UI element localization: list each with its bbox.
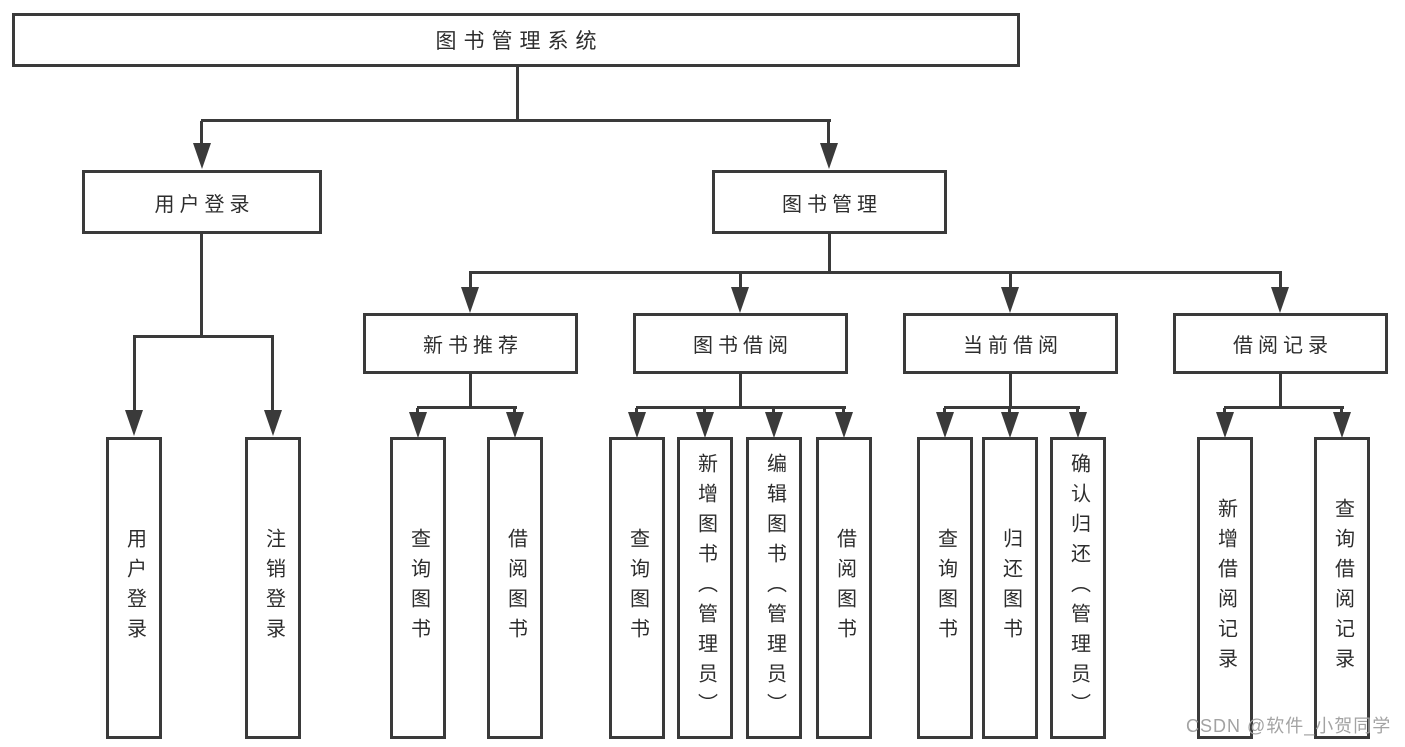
leaf-label: 新增借阅记录	[1214, 498, 1237, 678]
node-borrowing-records: 借阅记录	[1173, 313, 1388, 374]
arrow-down-icon	[765, 412, 783, 438]
leaf-label: 用户登录	[123, 528, 146, 648]
connector-line-v	[469, 373, 472, 408]
connector-line-v	[739, 273, 742, 289]
node-book-management: 图书管理	[712, 170, 947, 234]
arrow-down-icon	[506, 412, 524, 438]
leaf-confirm-return-admin: 确认归还（管理员）	[1050, 437, 1106, 739]
leaf-label: 归还图书	[999, 528, 1022, 648]
node-book-borrowing: 图书借阅	[633, 313, 848, 374]
leaf-edit-books-admin: 编辑图书（管理员）	[746, 437, 802, 739]
connector-line-h	[1224, 406, 1344, 409]
connector-line-v	[1009, 273, 1012, 289]
leaf-label: 借阅图书	[833, 528, 856, 648]
leaf-query-borrow-record: 查询借阅记录	[1314, 437, 1370, 739]
arrow-down-icon	[835, 412, 853, 438]
arrow-down-icon	[1271, 287, 1289, 313]
arrow-down-icon	[628, 412, 646, 438]
connector-line-h	[469, 271, 1282, 274]
connector-line-v	[1279, 373, 1282, 408]
node-label: 图书管理	[782, 193, 882, 216]
arrow-down-icon	[696, 412, 714, 438]
arrow-down-icon	[936, 412, 954, 438]
connector-line-v	[1008, 408, 1011, 414]
arrow-down-icon	[820, 143, 838, 169]
node-label: 图书管理系统	[435, 30, 604, 53]
node-label: 借阅记录	[1233, 335, 1333, 357]
arrow-down-icon	[264, 410, 282, 436]
arrow-down-icon	[125, 410, 143, 436]
arrow-down-icon	[1333, 412, 1351, 438]
connector-line-v	[1223, 408, 1226, 414]
csdn-watermark: CSDN @软件_小贺同学	[1186, 716, 1392, 736]
arrow-down-icon	[1216, 412, 1234, 438]
leaf-user-login: 用户登录	[106, 437, 162, 739]
arrow-down-icon	[1069, 412, 1087, 438]
connector-line-v	[1076, 408, 1079, 414]
node-label: 当前借阅	[963, 335, 1063, 357]
connector-line-v	[739, 373, 742, 408]
leaf-label: 查询借阅记录	[1331, 498, 1354, 678]
connector-line-v	[1279, 273, 1282, 289]
leaf-label: 确认归还（管理员）	[1067, 453, 1090, 723]
leaf-logout: 注销登录	[245, 437, 301, 739]
arrow-down-icon	[1001, 287, 1019, 313]
connector-line-h	[133, 335, 274, 338]
arrow-down-icon	[409, 412, 427, 438]
leaf-query-books-recommend: 查询图书	[390, 437, 446, 739]
leaf-query-books-borrowing: 查询图书	[609, 437, 665, 739]
connector-line-v	[943, 408, 946, 414]
connector-line-v	[200, 233, 203, 337]
node-library-management-system: 图书管理系统	[12, 13, 1020, 67]
connector-line-v	[513, 408, 516, 414]
leaf-label: 查询图书	[407, 528, 430, 648]
leaf-add-books-admin: 新增图书（管理员）	[677, 437, 733, 739]
leaf-label: 查询图书	[626, 528, 649, 648]
connector-line-v	[1340, 408, 1343, 414]
node-current-borrowing: 当前借阅	[903, 313, 1118, 374]
connector-line-h	[417, 406, 517, 409]
connector-line-v	[842, 408, 845, 414]
node-label: 图书借阅	[693, 335, 793, 357]
arrow-down-icon	[1001, 412, 1019, 438]
node-user-login: 用户登录	[82, 170, 322, 234]
connector-line-h	[636, 406, 846, 409]
arrow-down-icon	[461, 287, 479, 313]
connector-line-v	[828, 233, 831, 273]
connector-line-v	[1009, 373, 1012, 408]
leaf-return-books: 归还图书	[982, 437, 1038, 739]
leaf-label: 新增图书（管理员）	[694, 453, 717, 723]
node-new-book-recommendation: 新书推荐	[363, 313, 578, 374]
node-label: 用户登录	[154, 193, 255, 216]
leaf-borrow-books-recommend: 借阅图书	[487, 437, 543, 739]
connector-line-h	[201, 119, 831, 122]
connector-line-v	[827, 121, 830, 144]
connector-line-v	[516, 66, 519, 120]
arrow-down-icon	[193, 143, 211, 169]
connector-line-v	[200, 121, 203, 144]
leaf-label: 编辑图书（管理员）	[763, 453, 786, 723]
arrow-down-icon	[731, 287, 749, 313]
leaf-add-borrow-record: 新增借阅记录	[1197, 437, 1253, 739]
leaf-label: 注销登录	[262, 528, 285, 648]
connector-line-v	[703, 408, 706, 414]
connector-line-v	[635, 408, 638, 414]
node-label: 新书推荐	[423, 335, 523, 357]
connector-line-v	[271, 337, 274, 411]
connector-line-v	[133, 337, 136, 411]
connector-line-v	[416, 408, 419, 414]
leaf-borrow-books: 借阅图书	[816, 437, 872, 739]
leaf-query-books-current: 查询图书	[917, 437, 973, 739]
connector-line-v	[469, 273, 472, 289]
leaf-label: 查询图书	[934, 528, 957, 648]
connector-line-h	[944, 406, 1080, 409]
leaf-label: 借阅图书	[504, 528, 527, 648]
connector-line-v	[772, 408, 775, 414]
